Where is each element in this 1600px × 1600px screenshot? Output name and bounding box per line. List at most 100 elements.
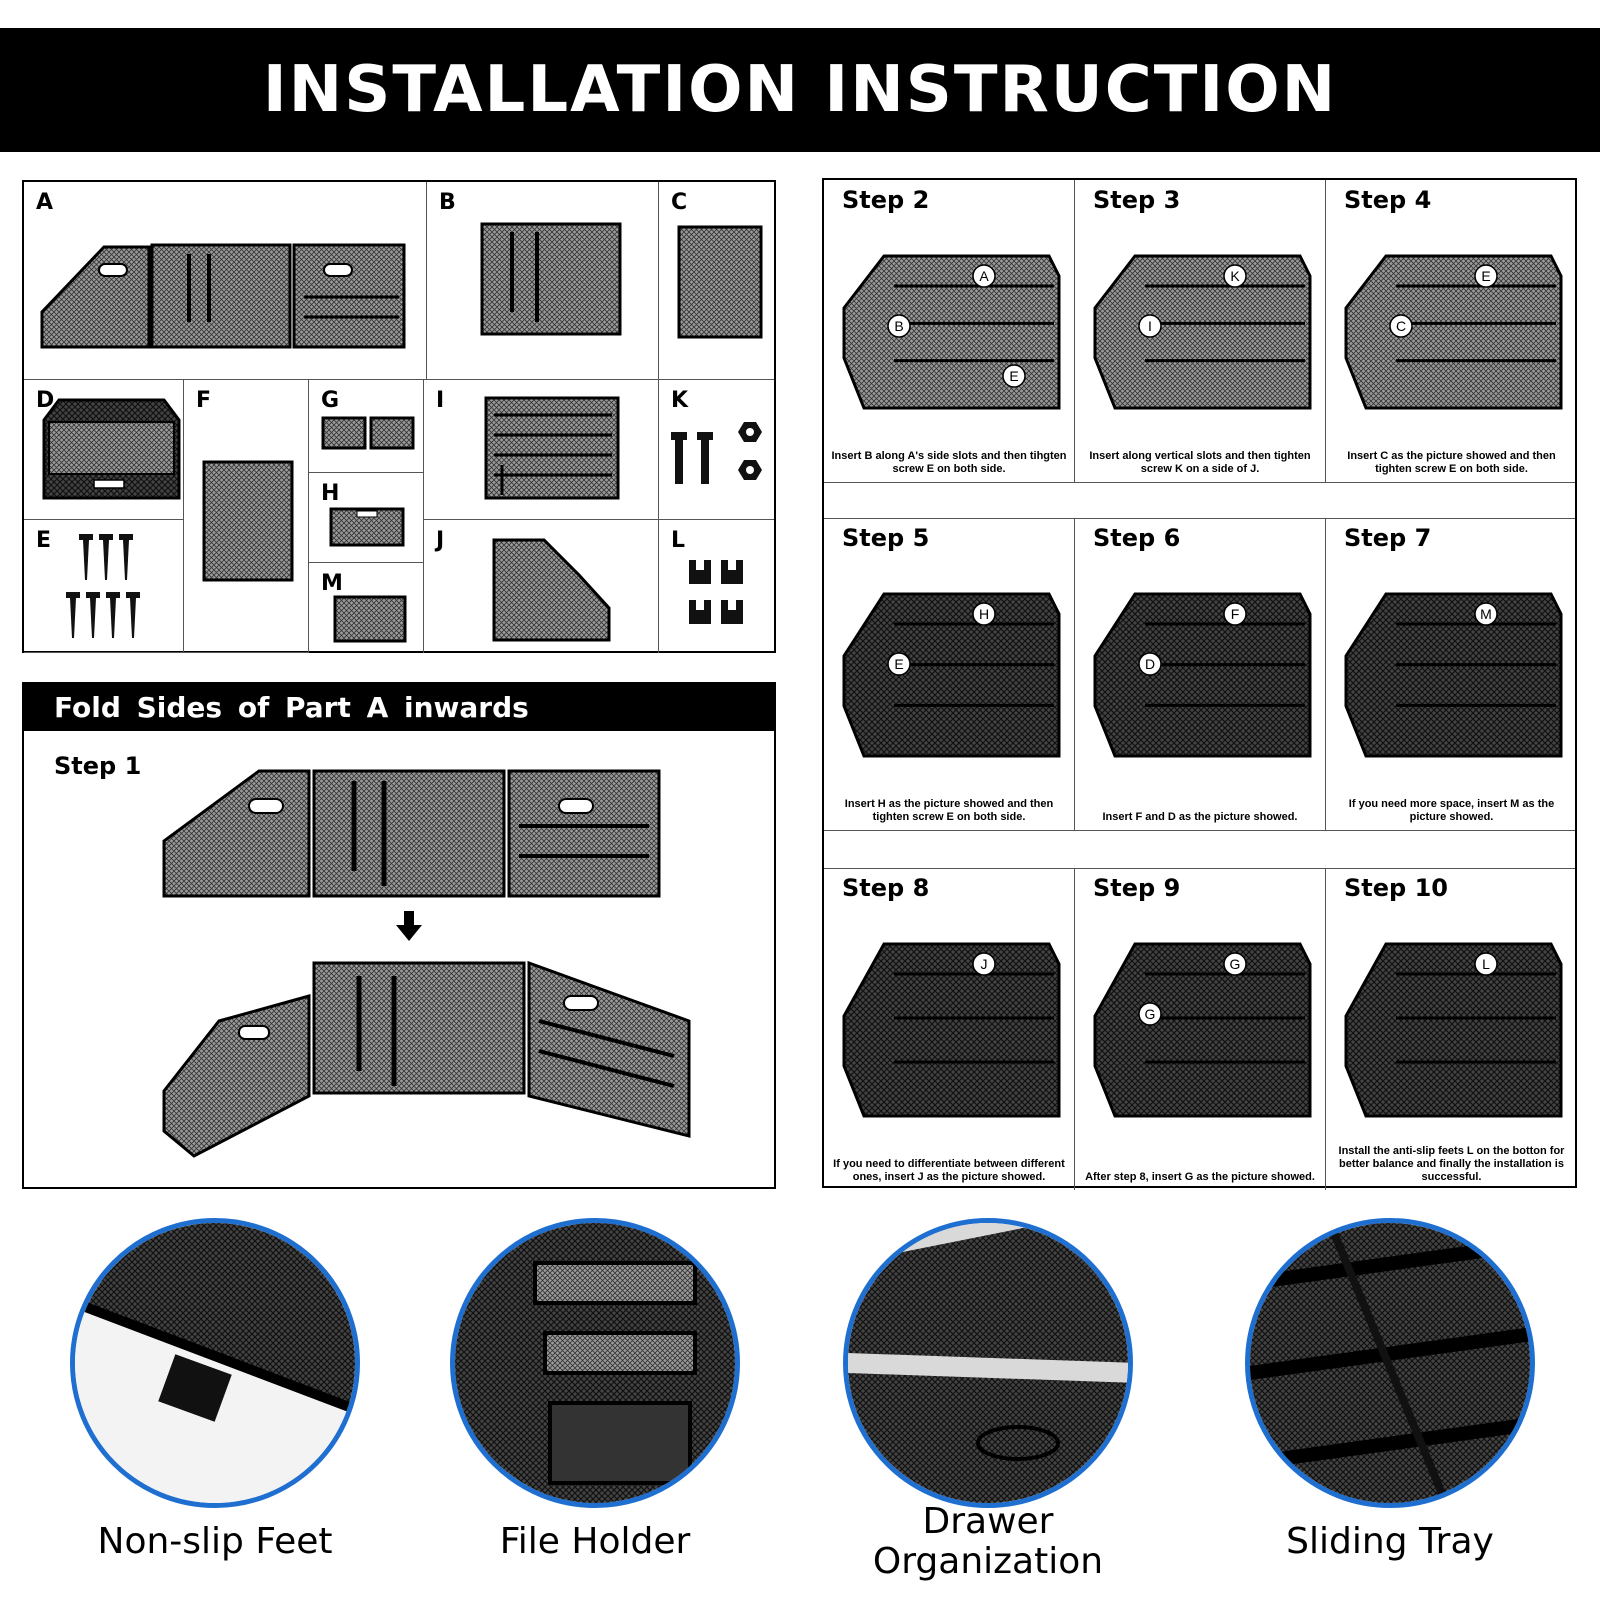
fold-drawing bbox=[162, 769, 691, 1158]
part-label: E bbox=[36, 528, 52, 553]
callout-letter: G bbox=[1145, 1006, 1156, 1022]
step-10-cell: Step 10 L Install the anti-slip feets L on… bbox=[1326, 868, 1577, 1190]
fold-section: Fold Sides of Part A inwards Step 1 bbox=[22, 682, 776, 1189]
step-drawing: A B E bbox=[842, 254, 1061, 410]
callout-letter: F bbox=[1231, 606, 1240, 622]
step-2-cell: Step 2 A B E Insert B along A's side slots a… bbox=[824, 180, 1075, 482]
part-label: L bbox=[671, 528, 686, 553]
step-drawing: EC bbox=[1344, 254, 1563, 410]
callout-letter: B bbox=[894, 318, 903, 334]
part-j-cell: J bbox=[424, 520, 659, 653]
part-b-cell: B bbox=[427, 182, 659, 380]
step-description: Insert C as the picture showed and then … bbox=[1347, 450, 1556, 475]
callout-letter: E bbox=[1009, 368, 1018, 384]
part-label: I bbox=[436, 388, 445, 413]
callout-letter: M bbox=[1480, 606, 1492, 622]
part-label: G bbox=[321, 388, 340, 413]
step-title: Step 6 bbox=[1093, 524, 1181, 552]
callout-marker: M bbox=[1474, 602, 1498, 626]
part-c-cell: C bbox=[659, 182, 774, 380]
step-drawing: GG bbox=[1093, 942, 1312, 1118]
fold-header: Fold Sides of Part A inwards bbox=[24, 684, 774, 731]
steps-grid: Step 2 A B E Insert B along A's side slots a… bbox=[822, 178, 1577, 1190]
callout-letter: L bbox=[1482, 956, 1490, 972]
step-description: Insert along vertical slots and then tig… bbox=[1089, 450, 1311, 475]
callout-marker: C bbox=[1389, 314, 1413, 338]
part-h-drawing bbox=[329, 507, 405, 547]
part-k-cell: K bbox=[659, 380, 774, 520]
step-title: Step 5 bbox=[842, 524, 930, 552]
callout-marker: F bbox=[1223, 602, 1247, 626]
part-c-drawing bbox=[677, 225, 763, 339]
part-label: D bbox=[36, 388, 55, 413]
screw-k-icon bbox=[671, 422, 762, 484]
page-title: INSTALLATION INSTRUCTION bbox=[262, 53, 1338, 127]
part-a-cell: A bbox=[24, 182, 427, 380]
screw-e-icon bbox=[66, 534, 140, 638]
callout-marker: E bbox=[887, 652, 911, 676]
feature-label: File Holder bbox=[499, 1521, 691, 1562]
step-description: Insert B along A's side slots and then t… bbox=[831, 450, 1067, 475]
step-drawing: J bbox=[842, 942, 1061, 1118]
step-title: Step 3 bbox=[1093, 186, 1181, 214]
callout-marker: E bbox=[1474, 264, 1498, 288]
part-a-drawing bbox=[40, 243, 406, 349]
step-title: Step 9 bbox=[1093, 874, 1181, 902]
step-drawing: M bbox=[1344, 592, 1563, 758]
callout-letter: H bbox=[979, 606, 989, 622]
anti-slip-feet-icon bbox=[689, 560, 743, 624]
callout-marker: A bbox=[972, 264, 996, 288]
step-title: Step 4 bbox=[1344, 186, 1432, 214]
callout-marker: E bbox=[1002, 364, 1026, 388]
part-label: F bbox=[196, 388, 212, 413]
callout-letter: K bbox=[1230, 268, 1240, 284]
callout-marker: B bbox=[887, 314, 911, 338]
step-drawing: HE bbox=[842, 592, 1061, 758]
part-label: B bbox=[439, 190, 456, 215]
step-drawing: L bbox=[1344, 942, 1563, 1118]
part-g-cell: G bbox=[309, 380, 424, 473]
part-d-drawing bbox=[42, 398, 181, 500]
non-slip-feet-image bbox=[70, 1218, 360, 1508]
step-title: Step 2 bbox=[842, 186, 930, 214]
callout-marker: G bbox=[1138, 1002, 1162, 1026]
callout-letter: J bbox=[981, 956, 988, 972]
callout-marker: G bbox=[1223, 952, 1247, 976]
step-title: Step 7 bbox=[1344, 524, 1432, 552]
part-h-cell: H bbox=[309, 473, 424, 563]
step-description: After step 8, insert G as the picture sh… bbox=[1085, 1171, 1315, 1183]
step-drawing: KI bbox=[1093, 254, 1312, 410]
part-e-cell: E bbox=[24, 520, 184, 653]
callout-letter: D bbox=[1145, 656, 1155, 672]
step-title: Step 10 bbox=[1344, 874, 1448, 902]
feature-label: Non-slip Feet bbox=[97, 1521, 333, 1562]
callout-letter: A bbox=[979, 268, 989, 284]
step-description: Insert H as the picture showed and then … bbox=[844, 798, 1054, 823]
callout-marker: D bbox=[1138, 652, 1162, 676]
file-holder-image bbox=[450, 1218, 740, 1508]
part-label: A bbox=[36, 190, 54, 215]
part-label: C bbox=[671, 190, 688, 215]
step-description: Insert F and D as the picture showed. bbox=[1102, 811, 1298, 823]
feature-label: Sliding Tray bbox=[1286, 1521, 1494, 1562]
step-description: If you need more space, insert M as the … bbox=[1348, 798, 1555, 823]
part-m-drawing bbox=[333, 595, 407, 643]
part-f-cell: F bbox=[184, 380, 309, 653]
sliding-tray-image bbox=[1245, 1218, 1535, 1508]
step-title: Step 8 bbox=[842, 874, 930, 902]
step-description: Install the anti-slip feets L on the bot… bbox=[1338, 1145, 1565, 1183]
part-label: M bbox=[321, 571, 343, 596]
part-label: K bbox=[671, 388, 689, 413]
callout-letter: E bbox=[1481, 268, 1490, 284]
callout-marker: H bbox=[972, 602, 996, 626]
step-drawing: FD bbox=[1093, 592, 1312, 758]
callout-letter: C bbox=[1396, 318, 1406, 334]
part-i-drawing bbox=[484, 396, 620, 500]
part-label: H bbox=[321, 481, 340, 506]
